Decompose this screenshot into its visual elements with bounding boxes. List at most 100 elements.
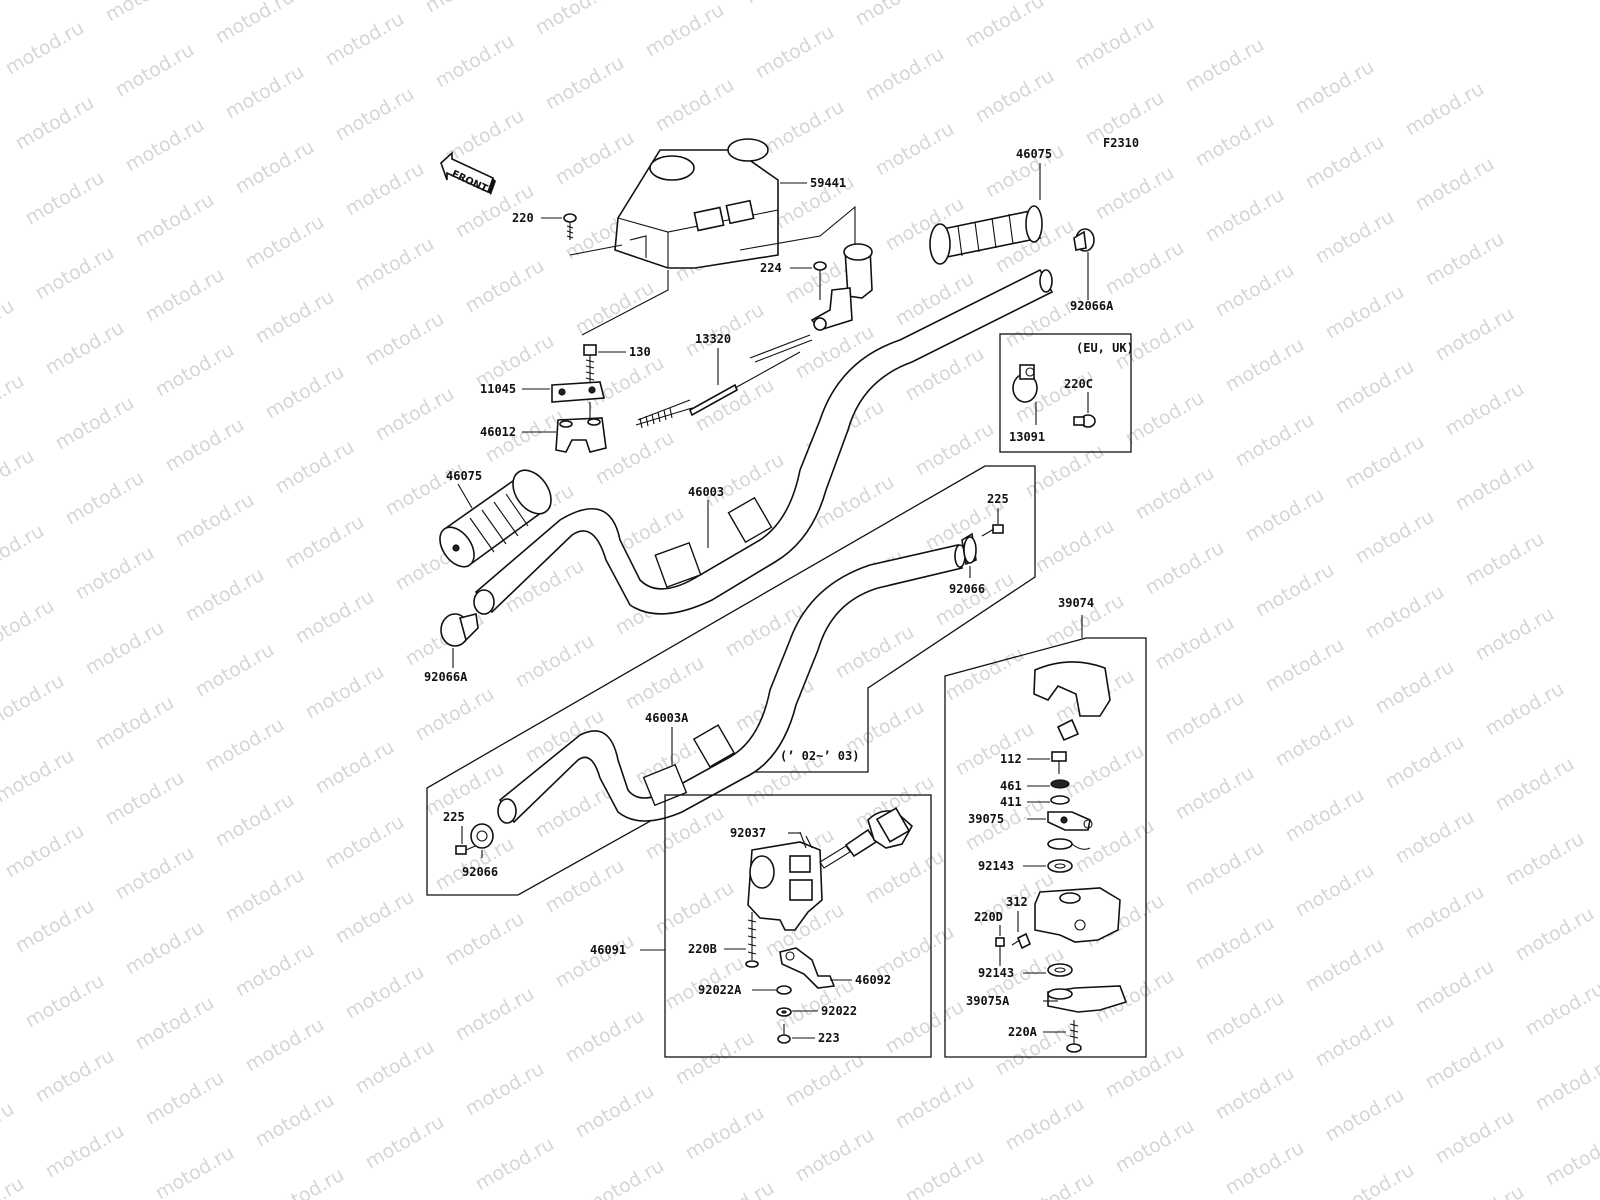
label-92037: 92037 [730, 826, 766, 840]
watermark-text: motod.ru [1492, 753, 1578, 816]
watermark-text: motod.ru [0, 0, 78, 4]
throttle-assembly-box [944, 637, 1147, 1058]
watermark-text: motod.ru [1152, 612, 1238, 675]
watermark-text: motod.ru [1102, 237, 1188, 300]
watermark-text: motod.ru [1342, 431, 1428, 494]
label-225-top: 225 [987, 492, 1009, 506]
switch-assembly-box [664, 794, 932, 1058]
label-59441: 59441 [810, 176, 846, 190]
watermark-text: motod.ru [1112, 1115, 1198, 1178]
watermark-text: motod.ru [192, 639, 278, 702]
watermark-text: motod.ru [212, 0, 298, 48]
bolt-225-top [981, 524, 1004, 537]
watermark-text: motod.ru [42, 317, 128, 380]
label-eu-uk: (EU, UK) [1076, 341, 1134, 355]
watermark-text: motod.ru [112, 842, 198, 905]
handlebar-02-03-box [426, 465, 1036, 896]
watermark-text: motod.ru [282, 511, 368, 574]
watermark-text: motod.ru [82, 617, 168, 680]
watermark-text: motod.ru [72, 542, 158, 605]
watermark-text: motod.ru [1212, 259, 1298, 322]
watermark-text: motod.ru [1072, 12, 1158, 75]
watermark-text: motod.ru [0, 670, 68, 733]
watermark-text: motod.ru [62, 467, 148, 530]
end-cap-92066-top [961, 532, 977, 566]
watermark-text: motod.ru [1002, 1093, 1088, 1156]
watermark-text: motod.ru [1352, 506, 1438, 569]
watermark-text: motod.ru [12, 92, 98, 155]
watermark-text: motod.ru [1192, 912, 1278, 975]
watermark-text: motod.ru [1012, 1168, 1098, 1200]
label-46075-left: 46075 [446, 469, 482, 483]
bolt-130 [583, 344, 597, 385]
watermark-text: motod.ru [102, 767, 188, 830]
label-39075A: 39075A [966, 994, 1010, 1008]
watermark-text: motod.ru [292, 586, 378, 649]
watermark-text: motod.ru [202, 714, 288, 777]
watermark-text: motod.ru [2, 17, 88, 80]
watermark-text: motod.ru [1362, 581, 1448, 644]
watermark-text: motod.ru [1442, 378, 1528, 441]
watermark-text: motod.ru [652, 74, 738, 137]
watermark-text: motod.ru [1302, 934, 1388, 997]
watermark-text: motod.ru [1252, 559, 1338, 622]
watermark-text: motod.ru [682, 299, 768, 362]
watermark-text: motod.ru [352, 1036, 438, 1099]
screw-220B [745, 912, 759, 968]
watermark-text: motod.ru [1202, 184, 1288, 247]
watermark-text: motod.ru [422, 0, 508, 17]
watermark-text: motod.ru [152, 1142, 238, 1200]
watermark-text: motod.ru [472, 1133, 558, 1196]
watermark-text: motod.ru [32, 1045, 118, 1108]
watermark-text: motod.ru [572, 1080, 658, 1143]
watermark-text: motod.ru [582, 1155, 668, 1200]
watermark-text: motod.ru [252, 1089, 338, 1152]
label-130: 130 [629, 345, 651, 359]
watermark-text: motod.ru [542, 52, 628, 115]
watermark-text: motod.ru [1282, 784, 1368, 847]
watermark-text: motod.ru [962, 0, 1048, 52]
watermark-text: motod.ru [1262, 634, 1348, 697]
watermark-text: motod.ru [742, 0, 828, 8]
watermark-text: motod.ru [1382, 731, 1468, 794]
watermark-text: motod.ru [1222, 1137, 1308, 1200]
watermark-text: motod.ru [232, 136, 318, 199]
holder-46012 [555, 417, 607, 453]
watermark-text: motod.ru [362, 308, 448, 371]
watermark-text: motod.ru [262, 361, 348, 424]
watermark-text: motod.ru [412, 683, 498, 746]
lever-46092 [779, 947, 836, 989]
washer-411 [1050, 795, 1070, 805]
label-461: 461 [1000, 779, 1022, 793]
watermark-text: motod.ru [242, 211, 328, 274]
label-112: 112 [1000, 752, 1022, 766]
watermark-text: motod.ru [1442, 1181, 1528, 1200]
screw-92037 [799, 831, 813, 849]
watermark-text: motod.ru [442, 908, 528, 971]
watermark-text: motod.ru [912, 418, 998, 481]
front-arrow-icon: FRONT [440, 151, 496, 195]
watermark-text: motod.ru [1182, 34, 1268, 97]
watermark-text: motod.ru [122, 114, 208, 177]
label-220B: 220B [688, 942, 717, 956]
label-225-bottom: 225 [443, 810, 465, 824]
watermark-text: motod.ru [882, 996, 968, 1059]
watermark-text: motod.ru [1332, 356, 1418, 419]
watermark-text: motod.ru [1452, 453, 1538, 516]
watermark-text: motod.ru [1232, 409, 1318, 472]
watermark-text: motod.ru [932, 568, 1018, 631]
watermark-text: motod.ru [1272, 709, 1358, 772]
label-92066-top: 92066 [949, 582, 985, 596]
bolt-112 [1051, 751, 1067, 774]
watermark-text: motod.ru [112, 39, 198, 102]
watermark-text: motod.ru [0, 520, 48, 583]
watermark-text: motod.ru [342, 158, 428, 221]
watermark-text: motod.ru [1432, 1106, 1518, 1169]
watermark-text: motod.ru [152, 339, 238, 402]
watermark-text: motod.ru [0, 295, 18, 358]
watermark-text: motod.ru [372, 383, 458, 446]
screw-220 [563, 213, 577, 240]
watermark-text: motod.ru [232, 939, 318, 1002]
watermark-text: motod.ru [212, 789, 298, 852]
